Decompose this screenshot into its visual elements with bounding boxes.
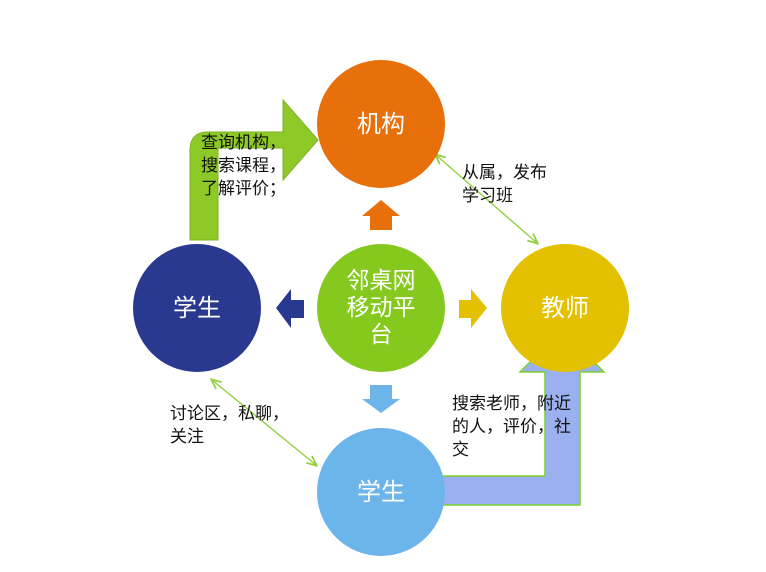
student-bottom-node xyxy=(317,428,445,556)
student-to-institution-arrow xyxy=(189,98,319,241)
platform-center-node xyxy=(317,244,445,372)
teacher-institution-note: 从属，发布 学习班 xyxy=(462,163,547,206)
student-bottom-label: 学生 xyxy=(357,478,405,506)
teacher-institution-line xyxy=(436,155,537,243)
platform-center-label-line: 邻桌网 xyxy=(347,268,416,294)
left-arrow-icon xyxy=(276,289,304,328)
platform-center-label-line: 移动平 xyxy=(347,295,416,321)
institution-label: 机构 xyxy=(357,110,405,138)
student-teacher-note: 搜索老师，附近 的人，评价，社 交 xyxy=(452,394,571,460)
teacher-label: 教师 xyxy=(541,294,589,322)
right-arrow-icon xyxy=(459,289,487,328)
student-left-label: 学生 xyxy=(173,294,221,322)
teacher-node xyxy=(501,244,629,372)
student-student-note: 讨论区，私聊， 关注 xyxy=(170,404,289,447)
student-left-node xyxy=(133,244,261,372)
student-institution-note: 查询机构， 搜索课程， 了解评价； xyxy=(201,133,286,199)
institution-node xyxy=(317,60,445,188)
student-student-line xyxy=(212,380,316,465)
down-arrow-icon xyxy=(362,385,400,413)
platform-center-label: 邻桌网移动平台 xyxy=(347,268,416,348)
platform-center-label-line: 台 xyxy=(370,322,393,348)
up-arrow-icon xyxy=(362,200,400,230)
